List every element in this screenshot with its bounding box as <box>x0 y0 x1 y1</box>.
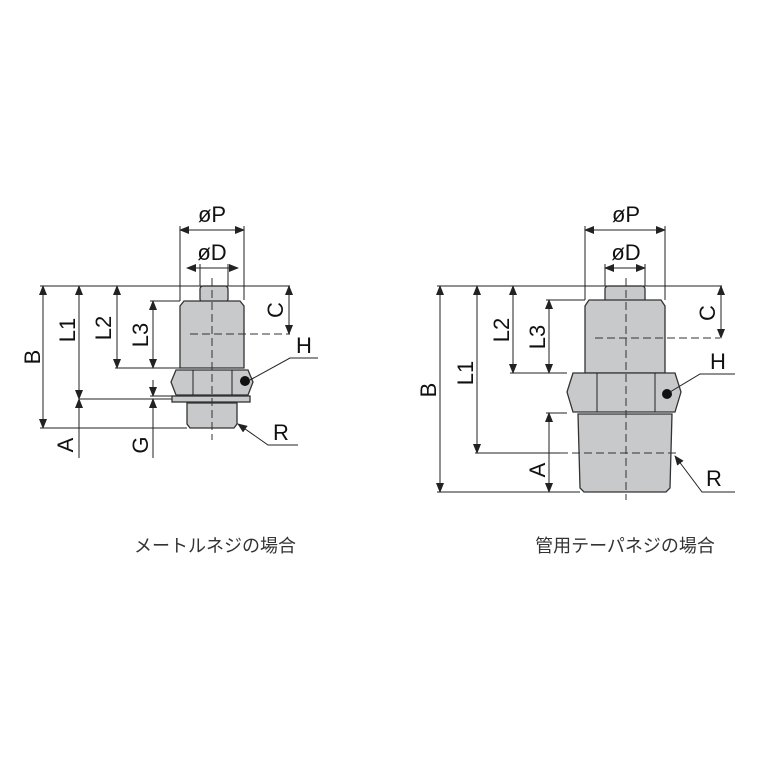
label-l3: L3 <box>525 325 550 349</box>
label-p: øP <box>612 202 640 227</box>
label-c: C <box>695 305 720 321</box>
label-b: B <box>20 350 45 365</box>
label-a: A <box>53 437 78 452</box>
label-c: C <box>263 302 288 318</box>
metric-thread-fitting: øP øD B L1 L2 L3 C A G H R <box>20 202 318 458</box>
label-l3: L3 <box>128 323 153 347</box>
label-a: A <box>525 462 550 477</box>
label-d: øD <box>611 240 640 265</box>
label-r: R <box>273 420 289 445</box>
label-l1: L1 <box>55 318 80 342</box>
label-r: R <box>706 466 722 491</box>
label-l2: L2 <box>489 318 514 342</box>
label-l2: L2 <box>91 316 116 340</box>
label-g: G <box>128 436 153 453</box>
label-b: B <box>416 383 441 398</box>
label-d: øD <box>197 240 226 265</box>
label-h: H <box>296 333 312 358</box>
port-dot <box>662 389 672 399</box>
caption-metric-thread: メートルネジの場合 <box>134 536 296 557</box>
port-dot <box>240 376 250 386</box>
caption-taper-thread: 管用テーパネジの場合 <box>535 536 715 557</box>
label-l1: L1 <box>453 361 478 385</box>
label-h: H <box>710 349 726 374</box>
taper-thread-fitting: øP øD B L1 L2 L3 C A H R <box>416 202 735 500</box>
label-p: øP <box>198 202 226 227</box>
